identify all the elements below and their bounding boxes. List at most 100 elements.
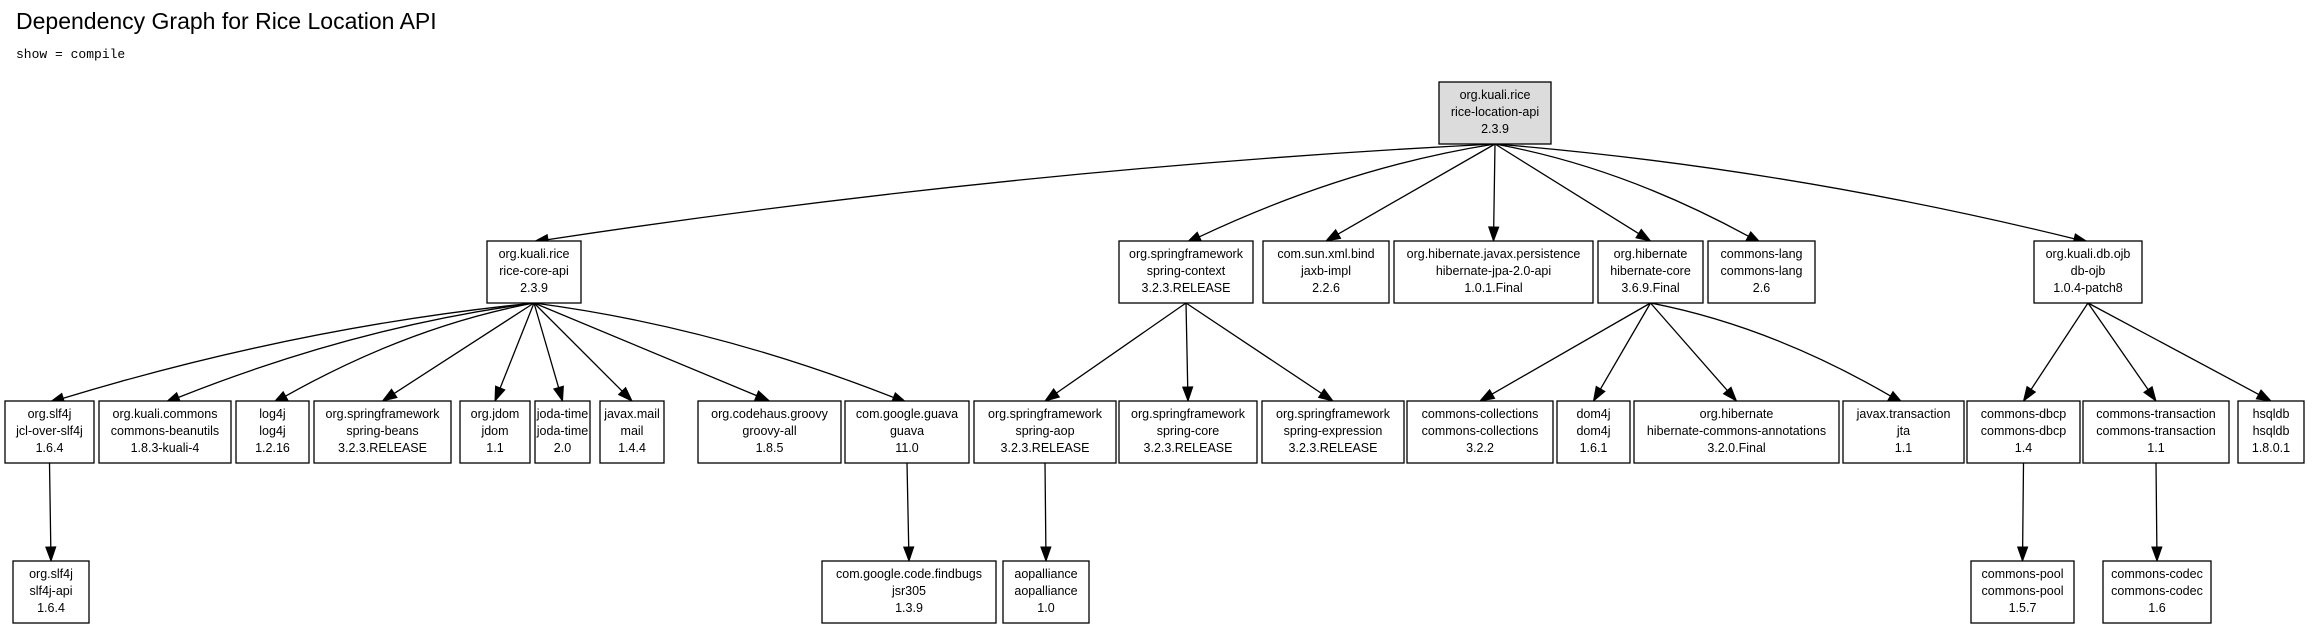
node-box (1262, 240, 1390, 304)
node-group-id: org.slf4j (28, 407, 72, 421)
arrowhead (552, 385, 564, 403)
arrowhead (381, 388, 398, 402)
node-spring-aop[interactable]: org.springframeworkspring-aop3.2.3.RELEA… (973, 400, 1117, 464)
edge-jcl-over-slf4j-to-slf4j-api (45, 462, 57, 563)
node-spring-context[interactable]: org.springframeworkspring-context3.2.3.R… (1118, 240, 1254, 304)
node-artifact-id: hibernate-commons-annotations (1647, 424, 1826, 438)
edge-line (1056, 302, 1187, 394)
node-artifact-id: spring-aop (1015, 424, 1074, 438)
edge-db-ojb-to-hsqldb (2087, 302, 2273, 402)
edge-line (1650, 302, 1728, 391)
node-version: 1.5.7 (2009, 601, 2037, 615)
node-group-id: commons-codec (2111, 567, 2203, 581)
node-version: 2.3.9 (1481, 122, 1509, 136)
node-box (599, 400, 665, 464)
node-artifact-id: rice-core-api (499, 264, 568, 278)
node-box (1842, 400, 1965, 464)
node-group-id: commons-pool (1982, 567, 2064, 581)
edges-layer (45, 143, 2273, 563)
edge-hibernate-core-to-commons-collections (1478, 302, 1651, 402)
node-hibernate-jpa[interactable]: org.hibernate.javax.persistencehibernate… (1393, 240, 1594, 304)
node-version: 1.6 (2148, 601, 2165, 615)
node-version: 3.2.3.RELEASE (1001, 441, 1090, 455)
node-artifact-id: log4j (259, 424, 285, 438)
node-group-id: org.slf4j (29, 567, 73, 581)
node-version: 11.0 (895, 441, 918, 455)
node-spring-beans[interactable]: org.springframeworkspring-beans3.2.3.REL… (313, 400, 452, 464)
edge-line (1494, 143, 1639, 235)
node-box (2102, 560, 2212, 624)
edge-rice-location-api-to-spring-context (1185, 143, 1496, 244)
node-commons-codec[interactable]: commons-codec commons-codec 1.6 (2102, 560, 2212, 624)
node-artifact-id: jdom (480, 424, 508, 438)
arrowhead (2151, 546, 2163, 563)
node-artifact-id: spring-expression (1284, 424, 1383, 438)
edge-line (1044, 462, 1047, 548)
node-spring-expression[interactable]: org.springframeworkspring-expression3.2.… (1261, 400, 1405, 464)
node-artifact-id: commons-codec (2111, 584, 2203, 598)
node-commons-transaction[interactable]: commons-transactioncommons-transaction1.… (2082, 400, 2230, 464)
arrowhead (1181, 386, 1194, 403)
node-commons-beanutils[interactable]: org.kuali.commonscommons-beanutils1.8.3-… (98, 400, 232, 464)
edge-rice-core-api-to-guava (533, 302, 908, 404)
node-box (235, 400, 310, 464)
node-group-id: org.springframework (1129, 247, 1244, 261)
edge-rice-location-api-to-rice-core-api (532, 143, 1496, 246)
node-group-id: commons-collections (1422, 407, 1539, 421)
node-group-id: org.hibernate (1614, 247, 1688, 261)
arrowhead (2016, 546, 2029, 563)
node-version: 1.3.9 (895, 601, 923, 615)
node-artifact-id: slf4j-api (29, 584, 72, 598)
arrowhead (2022, 385, 2037, 403)
node-hibernate-commons-annotations[interactable]: org.hibernate hibernate-commons-annotatio… (1633, 400, 1840, 464)
node-version: 1.2.16 (255, 441, 290, 455)
arrowhead (1635, 228, 1652, 242)
arrowhead (1478, 388, 1496, 402)
edge-line (285, 302, 535, 397)
edge-line (178, 302, 535, 399)
node-version: 1.1 (2147, 441, 2164, 455)
node-version: 3.2.3.RELEASE (1144, 441, 1233, 455)
edge-line (1493, 143, 1496, 228)
node-commons-collections[interactable]: commons-collectionscommons-collections3.… (1406, 400, 1554, 464)
node-box (1002, 560, 1090, 624)
arrowhead (617, 386, 634, 403)
edge-rice-location-api-to-commons-lang (1494, 143, 1762, 244)
node-group-id: org.hibernate (1700, 407, 1774, 421)
arrowhead (1043, 388, 1061, 402)
node-box (2033, 240, 2143, 304)
edge-spring-context-to-spring-aop (1043, 302, 1187, 402)
node-box (697, 400, 842, 464)
node-artifact-id: commons-transaction (2096, 424, 2216, 438)
edge-spring-aop-to-aopalliance (1040, 462, 1052, 563)
node-artifact-id: jaxb-impl (1300, 264, 1351, 278)
node-artifact-id: joda-time (536, 424, 588, 438)
edge-line (1650, 302, 1891, 397)
edge-line (2021, 462, 2025, 548)
arrowhead (1592, 385, 1606, 403)
node-spring-core[interactable]: org.springframeworkspring-core3.2.3.RELE… (1118, 400, 1258, 464)
node-version: 2.0 (554, 441, 571, 455)
node-version: 1.4.4 (618, 441, 646, 455)
